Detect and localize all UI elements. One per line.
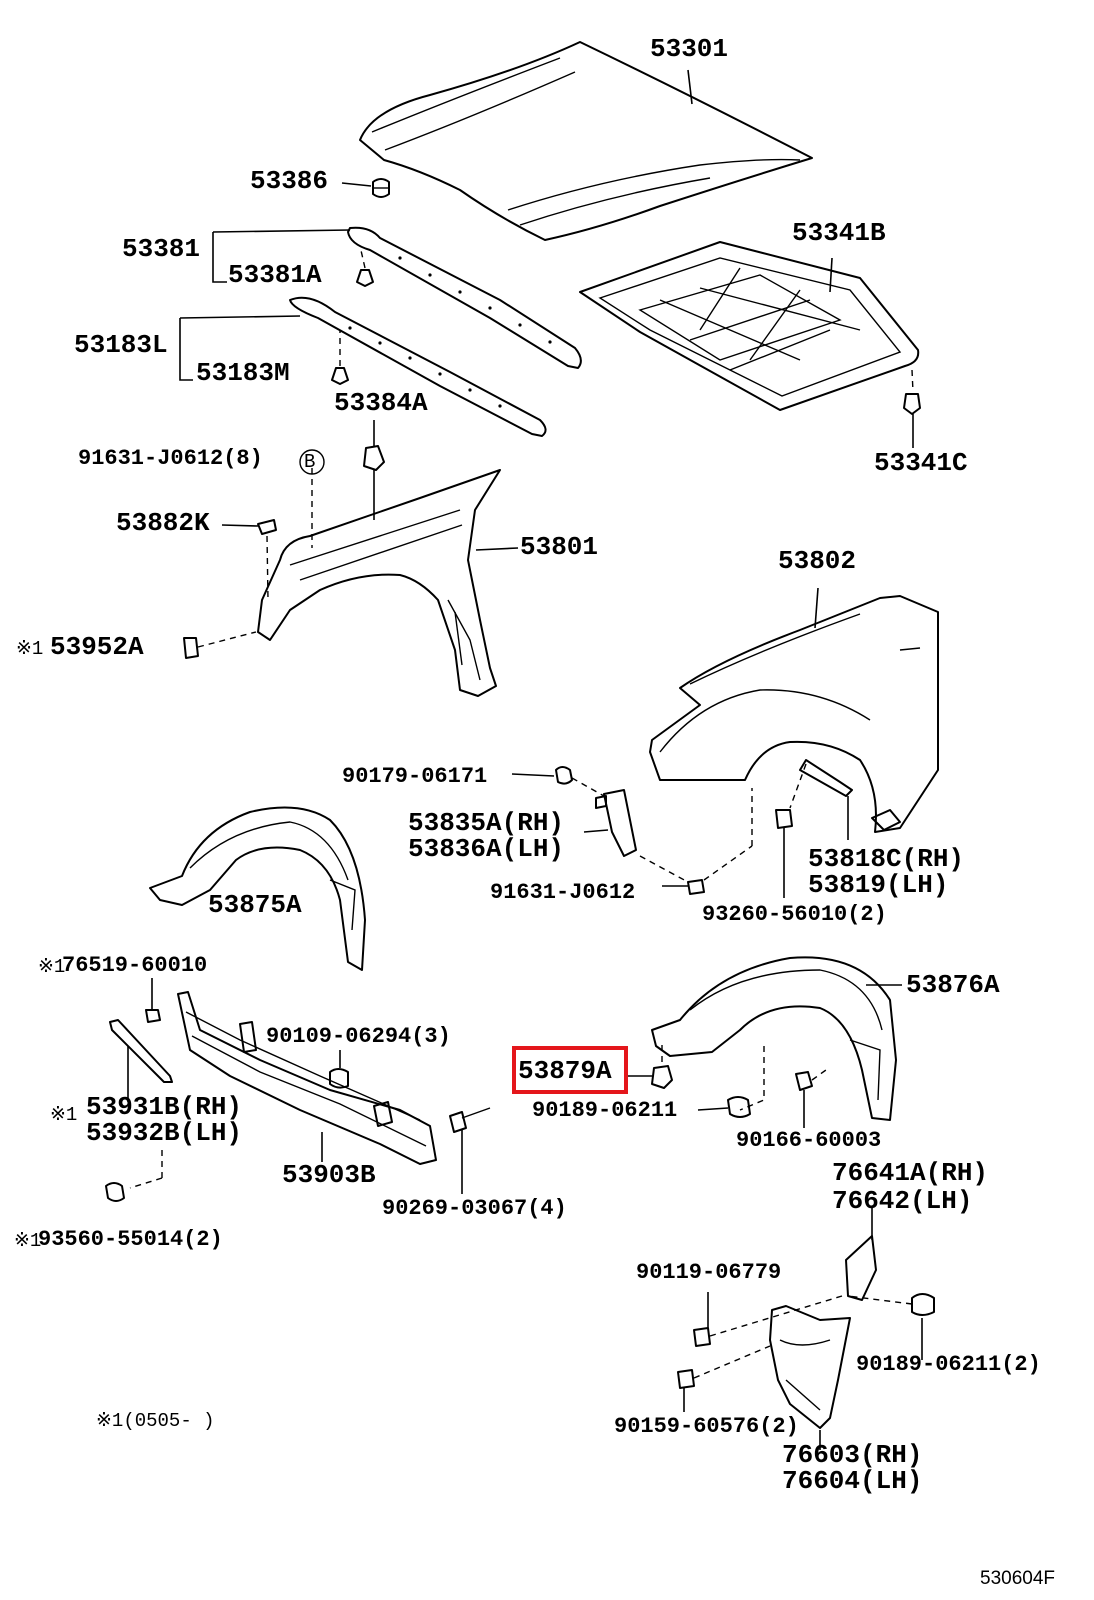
label-brk-rh[interactable]: 53835A(RH): [408, 808, 565, 838]
fender-rh: [183, 449, 519, 697]
mark-mold: ※1: [50, 1104, 78, 1126]
label-clip-189[interactable]: 90189-06211: [532, 1098, 678, 1123]
brace-53818c: [775, 759, 901, 898]
mark-519: ※1: [38, 956, 66, 978]
label-mold-rh[interactable]: 53931B(RH): [86, 1092, 243, 1122]
liner-53876a: [651, 956, 902, 1121]
cushion-part: [341, 178, 390, 198]
absorber-53903b: [177, 991, 491, 1194]
label-liner-rh[interactable]: 53875A: [208, 890, 302, 920]
label-seal-clip-m[interactable]: 53183M: [196, 358, 290, 388]
label-screw-560[interactable]: 93560-55014(2): [38, 1227, 223, 1252]
label-bolt-260[interactable]: 93260-56010(2): [702, 902, 887, 927]
mud-flap: [677, 1208, 935, 1450]
label-mud-brk-lh[interactable]: 76642(LH): [832, 1186, 973, 1216]
label-mud-brk-rh[interactable]: 76641A(RH): [832, 1158, 989, 1188]
label-clip-519[interactable]: 76519-60010: [62, 953, 208, 978]
label-hood[interactable]: 53301: [650, 34, 729, 64]
label-seal-group[interactable]: 53381: [122, 234, 201, 264]
label-clip-384[interactable]: 53384A: [334, 388, 428, 418]
label-mud-lh[interactable]: 76604(LH): [782, 1466, 923, 1496]
bracket-53835a: [511, 766, 753, 895]
label-brk-lh[interactable]: 53836A(LH): [408, 834, 565, 864]
label-cushion[interactable]: 53386: [250, 166, 329, 196]
label-mud-rh[interactable]: 76603(RH): [782, 1440, 923, 1470]
clip-53879a: [624, 1044, 827, 1128]
highlight-box: [512, 1046, 628, 1094]
label-clip-952[interactable]: 53952A: [50, 632, 144, 662]
label-seal-clip[interactable]: 53381A: [228, 260, 322, 290]
label-nut-171[interactable]: 90179-06171: [342, 764, 488, 789]
label-clip-166[interactable]: 90166-60003: [736, 1128, 882, 1153]
label-clip-269[interactable]: 90269-03067(4): [382, 1196, 567, 1221]
hood-insulator: [579, 241, 921, 448]
label-fender-lh[interactable]: 53802: [778, 546, 857, 576]
label-insulator[interactable]: 53341B: [792, 218, 886, 248]
label-clip-882[interactable]: 53882K: [116, 508, 210, 538]
label-fender-rh[interactable]: 53801: [520, 532, 599, 562]
footnote: ※1(0505- ): [96, 1410, 215, 1432]
mark-952: ※1: [16, 638, 44, 660]
label-bolt-fender[interactable]: 91631-J0612(8): [78, 446, 263, 471]
label-insulator-clip[interactable]: 53341C: [874, 448, 968, 478]
liner-53875a: [149, 806, 366, 971]
label-brace-lh[interactable]: 53819(LH): [808, 870, 949, 900]
molding-53931b: [105, 978, 173, 1202]
label-bolt-612[interactable]: 91631-J0612: [490, 880, 636, 905]
label-absorber[interactable]: 53903B: [282, 1160, 376, 1190]
label-mold-lh[interactable]: 53932B(LH): [86, 1118, 243, 1148]
label-seal-lh[interactable]: 53183L: [74, 330, 168, 360]
label-brace-rh[interactable]: 53818C(RH): [808, 844, 965, 874]
label-liner-lh[interactable]: 53876A: [906, 970, 1000, 1000]
label-bolt-109[interactable]: 90109-06294(3): [266, 1024, 451, 1049]
hood-panel: [359, 41, 813, 241]
ref-b-marker: B: [304, 451, 316, 473]
label-clip-189b[interactable]: 90189-06211(2): [856, 1352, 1041, 1377]
clip-53384a: [363, 420, 385, 520]
label-highlighted-part[interactable]: 53879A: [518, 1056, 612, 1086]
hood-seals: [179, 226, 582, 437]
diagram-id: 530604F: [980, 1568, 1056, 1589]
fender-lh: [649, 587, 939, 833]
label-bolt-576[interactable]: 90159-60576(2): [614, 1414, 799, 1439]
mark-560: ※1: [14, 1230, 42, 1252]
label-bolt-779[interactable]: 90119-06779: [636, 1260, 782, 1285]
